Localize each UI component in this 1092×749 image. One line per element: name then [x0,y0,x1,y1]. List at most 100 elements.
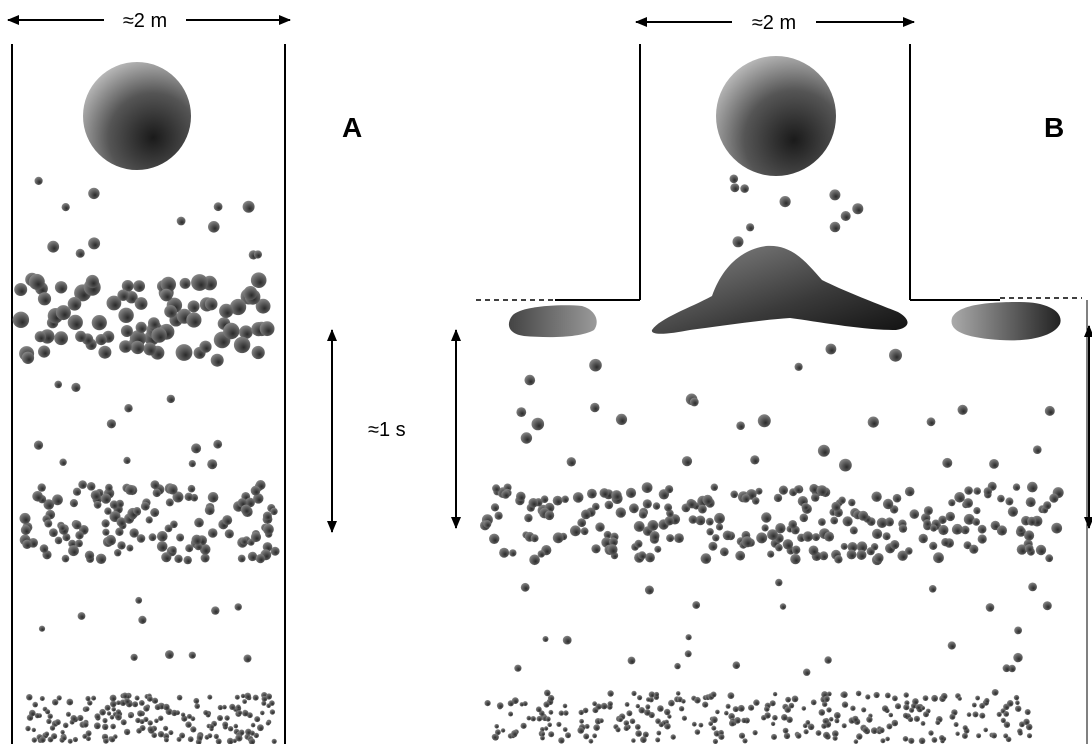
particle [812,533,820,541]
particle [546,716,551,721]
particle [685,650,692,657]
particle [702,702,708,708]
particle [104,507,111,514]
particle [189,652,196,659]
particle [78,480,87,489]
particle [821,723,827,729]
particle [850,706,855,711]
particle [38,346,50,358]
particle [66,712,71,717]
particle [151,732,157,738]
particle [78,612,86,620]
particle [923,519,931,527]
particle [773,692,777,696]
particle [570,525,581,536]
particle [607,544,617,554]
particle [976,733,981,738]
particle [137,534,146,543]
particle [664,723,671,730]
particle [605,501,614,510]
particle [32,728,36,732]
particle [665,516,674,525]
particle [91,490,101,500]
particle [746,223,754,231]
particle [823,718,828,723]
particle [789,703,795,709]
particle [712,534,719,541]
particle [781,714,788,721]
particle [935,720,940,725]
particle [62,555,70,563]
particle [50,725,55,730]
particle [834,718,839,723]
particle [101,494,111,504]
particle [862,727,868,733]
particle [892,720,899,727]
particle [716,523,723,530]
panel-a-label: A [342,112,362,143]
particle [1027,733,1032,738]
particle [593,724,600,731]
particle [783,728,789,734]
particle [713,739,718,744]
particle [544,726,548,730]
particle [858,511,868,521]
particle [521,723,527,729]
particle [967,712,972,717]
particle [616,414,627,425]
particle [625,702,630,707]
particle [525,375,536,386]
particle [739,733,745,739]
particle [54,381,62,389]
particle [792,696,799,703]
particle [260,711,265,716]
particle [728,692,735,699]
particle [32,702,38,708]
particle [208,221,220,233]
particle [44,520,52,528]
particle [40,544,49,553]
particle [521,583,530,592]
particle [254,250,262,258]
particle [910,509,920,519]
particle [645,704,650,709]
particle [753,699,759,705]
particle [711,692,717,698]
particle [141,502,150,511]
particle [177,695,183,701]
particle [1006,737,1012,743]
particle [889,349,902,362]
particle [40,696,45,701]
particle [585,724,590,729]
particle [775,544,783,552]
particle [248,552,257,561]
particle [135,597,142,604]
particle [66,699,73,706]
particle [1027,517,1036,526]
particle [152,698,158,704]
particle [984,698,989,703]
particle [52,699,58,705]
particle [88,237,100,249]
particle [203,710,208,715]
particle [979,703,985,709]
particle [861,707,866,712]
particle [997,525,1007,535]
particle [1027,482,1038,493]
particle [186,312,201,327]
particle [581,510,591,520]
particle [197,734,203,740]
particle [123,457,130,464]
particle [150,508,159,517]
particle [819,709,826,716]
particle [205,298,218,311]
particle [954,722,959,727]
particle [177,217,186,226]
particle [91,696,96,701]
particle [964,486,973,495]
particle [191,443,201,453]
particle [638,551,646,559]
particle [772,715,778,721]
particle [45,709,50,714]
particle [138,616,146,624]
